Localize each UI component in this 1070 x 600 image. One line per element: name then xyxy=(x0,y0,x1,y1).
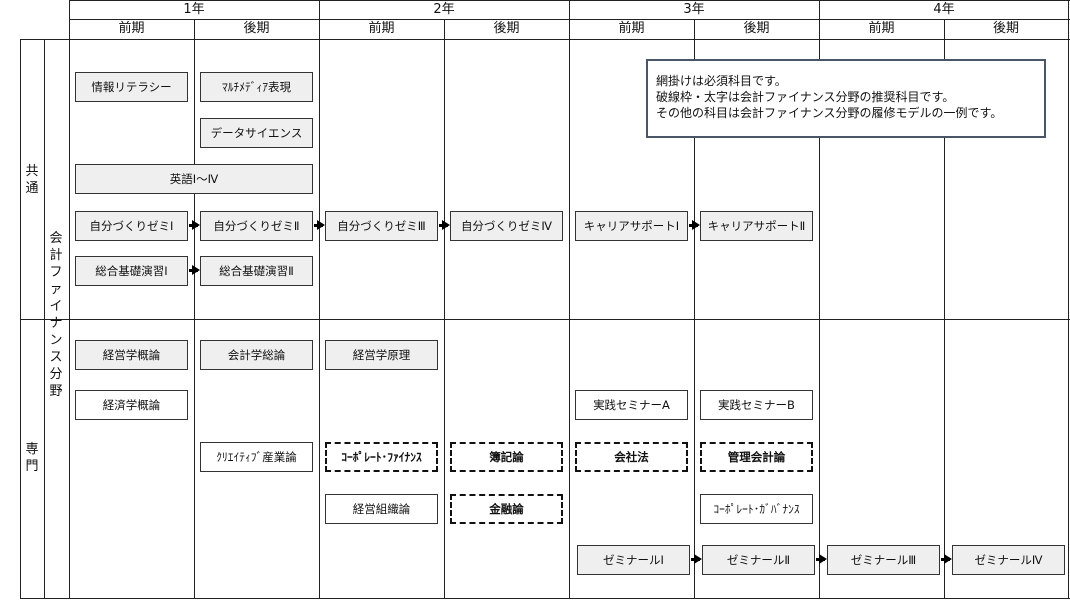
course-sogo-2: 総合基礎演習Ⅱ xyxy=(200,256,313,286)
arrow-sogo-1-2 xyxy=(189,265,200,275)
year-header-4: 4年 xyxy=(933,2,955,17)
course-kinyu: 金融論 xyxy=(450,494,563,524)
term-header-4-second: 後期 xyxy=(992,21,1019,36)
arrow-jibun-3-4 xyxy=(439,220,450,230)
course-career-2: キャリアサポートⅡ xyxy=(700,211,813,241)
course-jibun-1: 自分づくりゼミⅠ xyxy=(75,211,188,241)
course-corp-finance: ｺｰﾎﾟﾚｰﾄ･ﾌｧｲﾅﾝｽ xyxy=(325,442,438,472)
grid-term-line-2 xyxy=(444,19,445,599)
course-kaishaho: 会社法 xyxy=(575,442,688,472)
course-corp-gov: ｺｰﾎﾟﾚｰﾄ･ｶﾞﾊﾞﾅﾝｽ xyxy=(700,494,813,524)
term-header-3-first: 前期 xyxy=(618,21,645,36)
course-keiei-gairon: 経営学概論 xyxy=(75,340,188,370)
course-jibun-3: 自分づくりゼミⅢ xyxy=(325,211,438,241)
course-seminar-2: ゼミナールⅡ xyxy=(702,545,815,575)
course-seminar-3: ゼミナールⅢ xyxy=(827,545,940,575)
course-eigo: 英語Ⅰ～Ⅳ xyxy=(75,164,313,194)
category-label-common: 共通 xyxy=(25,164,39,196)
course-seminar-4: ゼミナールⅣ xyxy=(952,545,1065,575)
course-jibun-4: 自分づくりゼミⅣ xyxy=(450,211,563,241)
arrow-jibun-1-2 xyxy=(189,220,200,230)
grid-year-line-2 xyxy=(319,0,320,599)
grid-term-line-3 xyxy=(694,19,695,599)
grid-category-divider xyxy=(20,319,1070,320)
term-header-2-second: 後期 xyxy=(493,21,520,36)
course-keizai-gairon: 経済学概論 xyxy=(75,390,188,420)
year-header-2: 2年 xyxy=(433,2,455,17)
course-sogo-1: 総合基礎演習Ⅰ xyxy=(75,256,188,286)
year-header-1: 1年 xyxy=(183,2,205,17)
term-header-2-first: 前期 xyxy=(368,21,395,36)
arrow-seminar-1-2 xyxy=(691,554,702,564)
course-jissen-b: 実践セミナーB xyxy=(700,390,813,420)
course-kanri-kaikei: 管理会計論 xyxy=(700,442,813,472)
grid-year-line-3 xyxy=(569,0,570,599)
legend-line-other: その他の科目は会計ファイナンス分野の履修モデルの一例です。 xyxy=(656,106,1003,120)
grid-year-line-4 xyxy=(819,0,820,599)
grid-left-line xyxy=(20,39,21,599)
grid-bottom-line xyxy=(20,598,1070,599)
course-joho-literacy: 情報リテラシー xyxy=(75,72,188,102)
term-header-4-first: 前期 xyxy=(868,21,895,36)
course-boki: 簿記論 xyxy=(450,442,563,472)
grid-header-bottom-line xyxy=(20,39,1070,40)
arrow-jibun-2-3 xyxy=(314,220,325,230)
grid-right-line xyxy=(1068,0,1069,599)
term-header-3-second: 後期 xyxy=(743,21,770,36)
term-header-1-first: 前期 xyxy=(118,21,145,36)
year-header-3: 3年 xyxy=(683,2,705,17)
course-kaikei-soron: 会計学総論 xyxy=(200,340,313,370)
grid-field-col-line xyxy=(69,0,70,599)
course-creative: ｸﾘｴｲﾃｨﾌﾞ産業論 xyxy=(200,442,313,472)
course-data-science: データサイエンス xyxy=(200,118,313,148)
grid-term-line-1 xyxy=(194,19,195,599)
arrow-seminar-3-4 xyxy=(941,554,952,564)
legend-box: 網掛けは必須科目です。 破線枠・太字は会計ファイナンス分野の推奨科目です。 その… xyxy=(646,59,1046,138)
course-seminar-1: ゼミナールⅠ xyxy=(577,545,690,575)
field-label: 会計ファイナンス分野 xyxy=(49,231,63,399)
grid-category-col-line xyxy=(44,39,45,599)
arrow-seminar-2-3 xyxy=(816,554,827,564)
legend-line-required: 網掛けは必須科目です。 xyxy=(656,74,787,88)
legend-line-recommended: 破線枠・太字は会計ファイナンス分野の推奨科目です。 xyxy=(656,90,955,104)
course-jissen-a: 実践セミナーA xyxy=(575,390,688,420)
course-keiei-genri: 経営学原理 xyxy=(325,340,438,370)
course-career-1: キャリアサポートⅠ xyxy=(575,211,688,241)
grid-term-line-4 xyxy=(944,19,945,599)
course-multimedia: ﾏﾙﾁﾒﾃﾞｨｱ表現 xyxy=(200,72,313,102)
term-header-1-second: 後期 xyxy=(243,21,270,36)
category-label-specialized: 専門 xyxy=(25,442,39,474)
course-jibun-2: 自分づくりゼミⅡ xyxy=(200,211,313,241)
course-keiei-soshiki: 経営組織論 xyxy=(325,494,438,524)
arrow-career-1-2 xyxy=(689,220,700,230)
